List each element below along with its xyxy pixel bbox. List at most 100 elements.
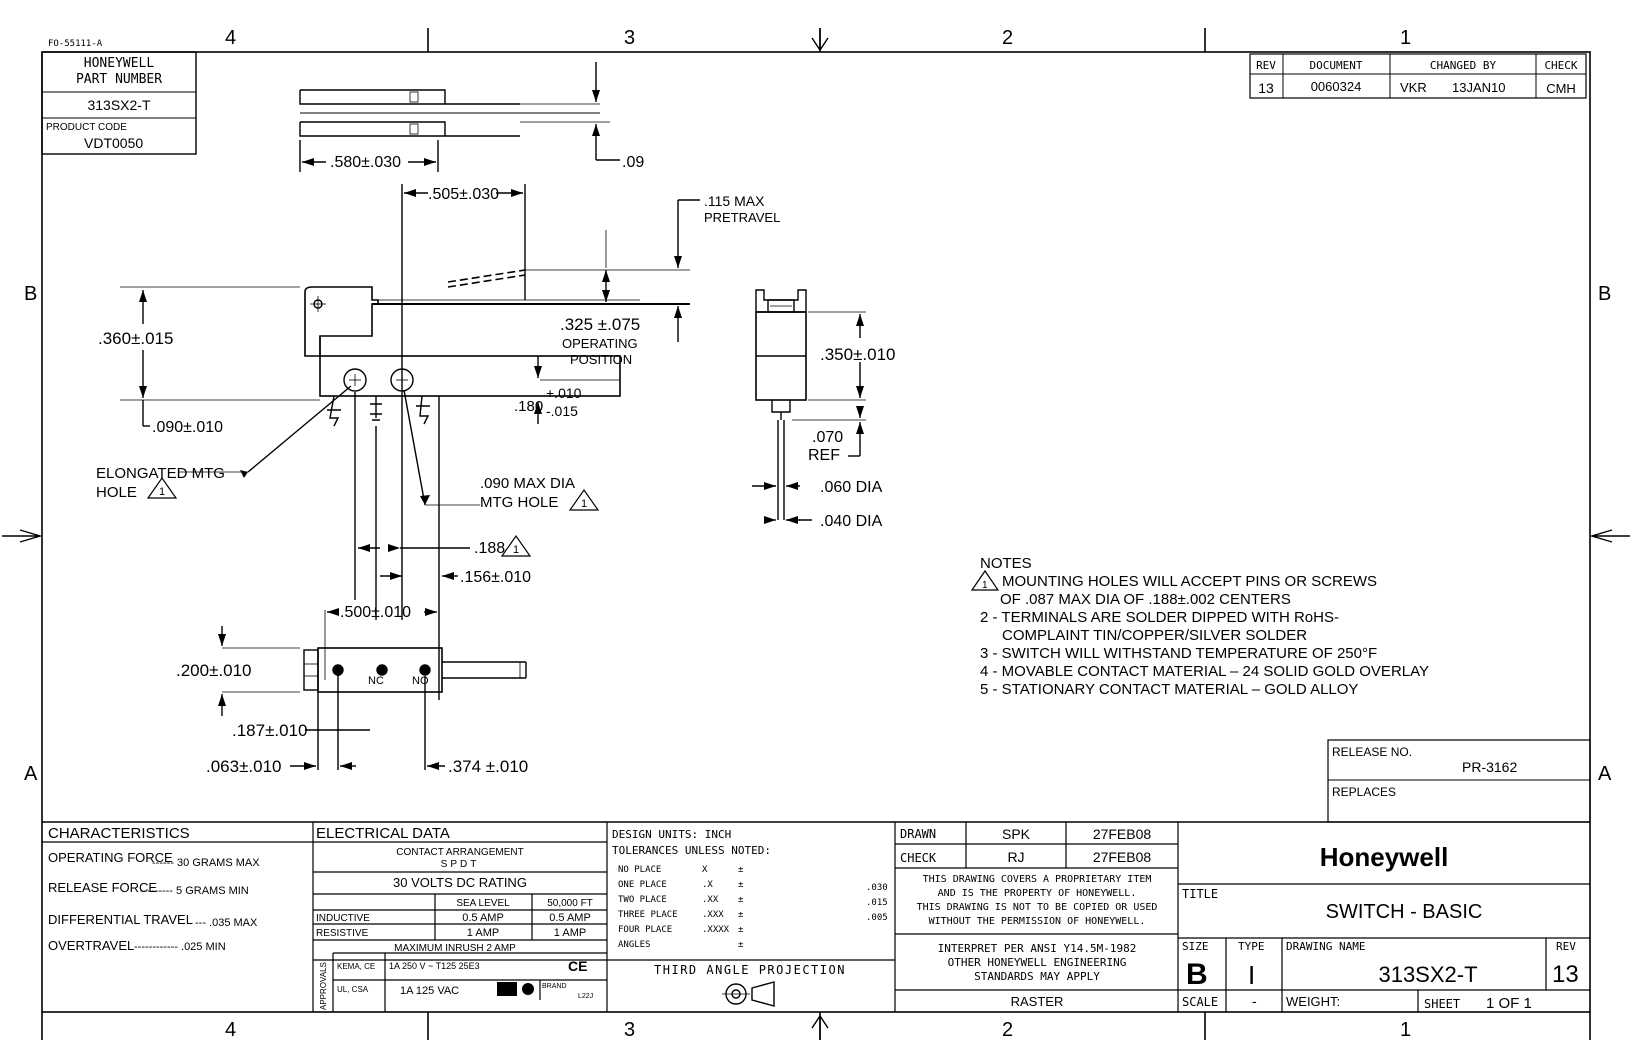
dim-115: .115 MAX [704, 193, 765, 209]
ref-label: REF [808, 447, 840, 464]
dim-060: .060 DIA [820, 479, 883, 496]
ansi-1: INTERPRET PER ANSI Y14.5M-1982 [938, 942, 1137, 955]
scale-label: SCALE [1182, 995, 1218, 1009]
resistive-sea: 1 AMP [467, 927, 499, 939]
tol-pm: ± [738, 895, 744, 905]
size-label: SIZE [1182, 940, 1209, 953]
resistive-ft: 1 AMP [554, 927, 586, 939]
tol-label: FOUR PLACE [618, 925, 672, 935]
changed-by-header: CHANGED BY [1430, 59, 1497, 72]
dim-374: .374 ±.010 [448, 757, 528, 776]
inductive-sea: 0.5 AMP [462, 912, 504, 924]
brand-code: L22J [578, 993, 593, 1000]
contact-arrangement-label: CONTACT ARRANGEMENT [396, 847, 523, 858]
terminal-c: C [334, 667, 342, 679]
mtg-hole-label-2: MTG HOLE [480, 494, 558, 511]
kema-label: KEMA, CE [337, 962, 375, 971]
svg-text:1: 1 [982, 580, 988, 591]
inductive-label: INDUCTIVE [316, 913, 370, 924]
dim-360: .360±.015 [98, 329, 174, 348]
size-value: B [1186, 958, 1208, 991]
electrical-table: ELECTRICAL DATA CONTACT ARRANGEMENT SPDT… [316, 825, 593, 1010]
tol-format: .X [702, 880, 713, 890]
form-number: FO-55111-A [48, 39, 103, 49]
tol-value: .015 [866, 898, 888, 908]
dim-070: .070 [812, 429, 843, 446]
brand-label: BRAND [542, 983, 567, 990]
char-value: --------- 5 GRAMS MIN [140, 885, 249, 897]
char-label: OVERTRAVEL [48, 938, 134, 953]
col-label-3: 3 [624, 27, 635, 49]
revision-block: REV DOCUMENT CHANGED BY CHECK 13 0060324… [1249, 53, 1587, 99]
drawing-border [41, 28, 1591, 1040]
svg-text:1: 1 [513, 544, 519, 556]
tol-pm: ± [738, 880, 744, 890]
dim-040: .040 DIA [820, 513, 883, 530]
dim-180-plus: +.010 [546, 385, 582, 401]
dim-180-minus: -.015 [546, 403, 578, 419]
raster-label: RASTER [1011, 994, 1064, 1009]
proprietary-2: AND IS THE PROPERTY OF HONEYWELL. [938, 888, 1137, 899]
ul-value: 1A 125 VAC [400, 985, 459, 997]
check-date: 27FEB08 [1093, 849, 1152, 865]
proprietary-3: THIS DRAWING IS NOT TO BE COPIED OR USED [917, 902, 1158, 913]
dim-505: .505±.030 [428, 186, 499, 203]
center-marks [2, 28, 1630, 1040]
row-label-b-left: B [24, 283, 37, 305]
sea-level-header: SEA LEVEL [456, 898, 510, 909]
characteristics-table: CHARACTERISTICS OPERATING FORCE ------ 3… [48, 825, 260, 953]
tol-label: NO PLACE [618, 865, 661, 875]
tol-label: TWO PLACE [618, 895, 667, 905]
check-by: RJ [1007, 849, 1024, 865]
tol-pm: ± [738, 865, 744, 875]
resistive-label: RESISTIVE [316, 928, 369, 939]
tol-format: X [702, 865, 708, 875]
mtg-hole-label-1: .090 MAX DIA [480, 475, 575, 492]
approvals-label: APPROVALS [319, 962, 328, 1010]
scale-value: - [1252, 993, 1257, 1009]
drawing-title: SWITCH - BASIC [1326, 901, 1483, 923]
char-value: ------------ .025 MIN [134, 941, 226, 953]
terminal-no: NO [412, 675, 429, 687]
rev-value: 13 [1258, 80, 1274, 96]
ul-mark-icon [497, 982, 534, 996]
third-angle-projection-icon [722, 981, 775, 1007]
note-5: 5 - STATIONARY CONTACT MATERIAL – GOLD A… [980, 681, 1358, 698]
dim-156: .156±.010 [460, 569, 531, 586]
replaces-label: REPLACES [1332, 785, 1396, 799]
col-label-4-bottom: 4 [225, 1019, 236, 1041]
design-units: DESIGN UNITS: INCH [612, 828, 731, 841]
electrical-header: ELECTRICAL DATA [316, 825, 450, 842]
note-flag-icon: 1 [970, 569, 1000, 591]
proprietary-4: WITHOUT THE PERMISSION OF HONEYWELL. [929, 916, 1146, 927]
row-label-a-right: A [1598, 763, 1612, 785]
tol-label: THREE PLACE [618, 910, 678, 920]
note-flag-icon: 1 [146, 476, 178, 499]
side-view-arrows [139, 189, 682, 616]
dim-500: .500±.010 [340, 604, 411, 621]
title-block-grid [42, 821, 1590, 1012]
tol-format: .XXXX [702, 925, 730, 935]
note-flag-icon: 1 [500, 534, 532, 557]
release-value: PR-3162 [1462, 759, 1517, 775]
dc-rating: 30 VOLTS DC RATING [393, 875, 527, 890]
note-flag-icon: 1 [568, 488, 600, 511]
document-value: 0060324 [1311, 79, 1362, 94]
tolerances-table: DESIGN UNITS: INCH TOLERANCES UNLESS NOT… [612, 828, 888, 1007]
proprietary-1: THIS DRAWING COVERS A PROPRIETARY ITEM [923, 874, 1152, 885]
change-date-value: 13JAN10 [1452, 80, 1505, 95]
char-label: DIFFERENTIAL TRAVEL [48, 912, 193, 927]
note-2a: 2 - TERMINALS ARE SOLDER DIPPED WITH RoH… [980, 609, 1339, 626]
check-label: CHECK [900, 851, 937, 865]
tol-format: .XXX [702, 910, 724, 920]
elongated-label-1: ELONGATED MTG [96, 465, 225, 482]
part-header-1: HONEYWELL [84, 56, 155, 71]
tol-format: .XX [702, 895, 719, 905]
char-value: ------ 30 GRAMS MAX [152, 857, 260, 869]
note-3: 3 - SWITCH WILL WITHSTAND TEMPERATURE OF… [980, 645, 1377, 662]
terminal-nc: NC [368, 675, 384, 687]
part-number: 313SX2-T [87, 97, 150, 113]
document-header: DOCUMENT [1310, 59, 1363, 72]
drawing-name: 313SX2-T [1378, 962, 1477, 987]
